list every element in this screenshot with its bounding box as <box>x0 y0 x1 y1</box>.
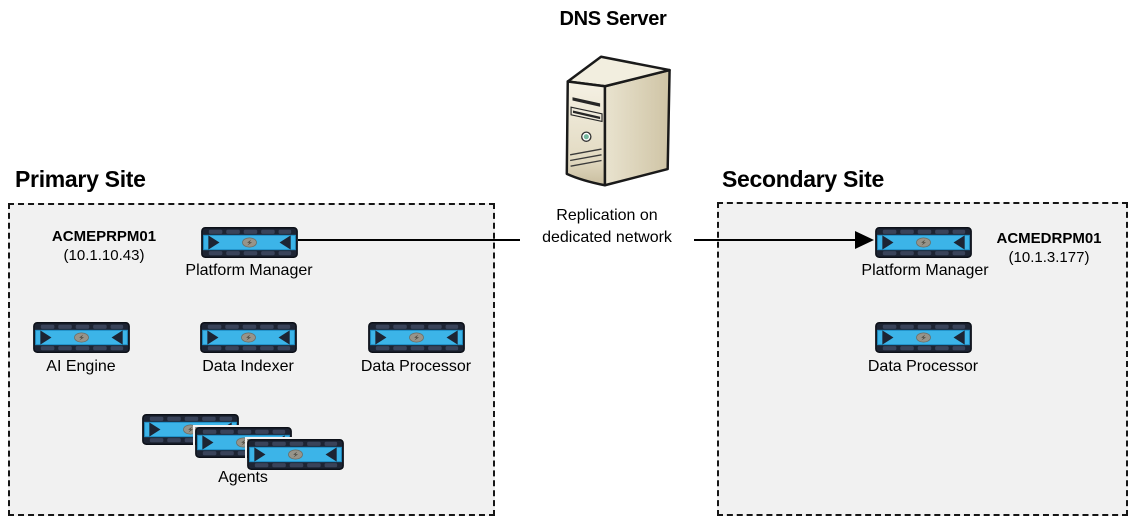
secondary-host-name: ACMEDRPM01 <box>996 230 1102 247</box>
secondary-platform-manager-label: Platform Manager <box>861 262 989 279</box>
appliance-icon <box>875 322 972 353</box>
primary-host-ip: (10.1.10.43) <box>63 247 145 264</box>
primary-site-title: Primary Site <box>15 166 146 192</box>
dns-server-label: DNS Server <box>559 8 667 30</box>
appliance-icon <box>33 322 130 353</box>
secondary-host-ip: (10.1.3.177) <box>1008 249 1090 266</box>
primary-host-name: ACMEPRPM01 <box>51 228 157 245</box>
primary-host-label: ACMEPRPM01 (10.1.10.43) <box>37 227 171 265</box>
agents-label: Agents <box>218 469 268 486</box>
data-indexer-label: Data Indexer <box>202 358 294 375</box>
appliance-icon <box>368 322 465 353</box>
replication-label: Replication on dedicated network <box>520 205 694 249</box>
arrow-right-icon <box>855 231 874 249</box>
secondary-data-processor-label: Data Processor <box>867 358 979 375</box>
tower-server-icon <box>565 55 671 187</box>
secondary-site-title: Secondary Site <box>722 166 884 192</box>
appliance-icon <box>200 322 297 353</box>
appliance-icon <box>875 227 972 258</box>
primary-data-processor-label: Data Processor <box>360 358 472 375</box>
appliance-icon <box>201 227 298 258</box>
replication-label-line2: dedicated network <box>542 229 672 246</box>
ai-engine-label: AI Engine <box>46 358 116 375</box>
primary-platform-manager-label: Platform Manager <box>185 262 313 279</box>
replication-label-line1: Replication on <box>556 207 658 224</box>
secondary-host-label: ACMEDRPM01 (10.1.3.177) <box>982 229 1116 267</box>
appliance-icon <box>245 437 346 472</box>
